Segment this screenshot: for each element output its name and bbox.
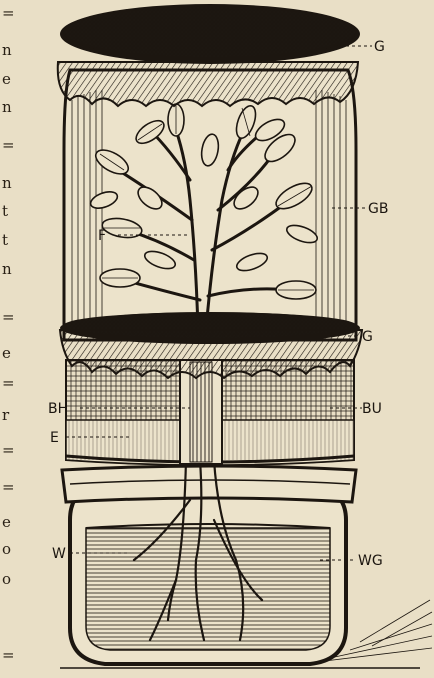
gauze-top: [58, 4, 360, 106]
margin-char: =: [2, 478, 15, 496]
label-g-top: G: [374, 39, 385, 55]
growing-pot: [66, 360, 354, 465]
label-bh: BH: [48, 401, 68, 417]
margin-text: = n e n = n t t n = e = r = = e o o =: [2, 4, 15, 664]
margin-char: o: [2, 570, 11, 588]
label-f: F: [98, 228, 106, 244]
margin-char: e: [2, 344, 11, 362]
margin-char: =: [2, 4, 15, 22]
label-e: E: [50, 430, 59, 446]
label-wg: WG: [358, 553, 383, 569]
label-g-middle: G: [362, 329, 373, 345]
margin-char: e: [2, 513, 11, 531]
jar-neck: [62, 466, 356, 502]
margin-char: r: [2, 406, 10, 424]
label-gb: GB: [368, 201, 388, 217]
margin-char: t: [2, 202, 8, 220]
label-w: W: [52, 546, 66, 562]
margin-char: e: [2, 70, 11, 88]
water: [86, 528, 330, 650]
margin-char: n: [2, 260, 12, 278]
margin-char: =: [2, 646, 15, 664]
margin-char: n: [2, 174, 12, 192]
margin-char: n: [2, 41, 12, 59]
margin-char: t: [2, 231, 8, 249]
margin-char: =: [2, 374, 15, 392]
margin-char: n: [2, 98, 12, 116]
water-jar: [62, 466, 356, 664]
margin-char: =: [2, 441, 15, 459]
margin-char: =: [2, 136, 15, 154]
margin-char: =: [2, 308, 15, 326]
label-bu: BU: [362, 401, 382, 417]
margin-char: o: [2, 540, 11, 558]
